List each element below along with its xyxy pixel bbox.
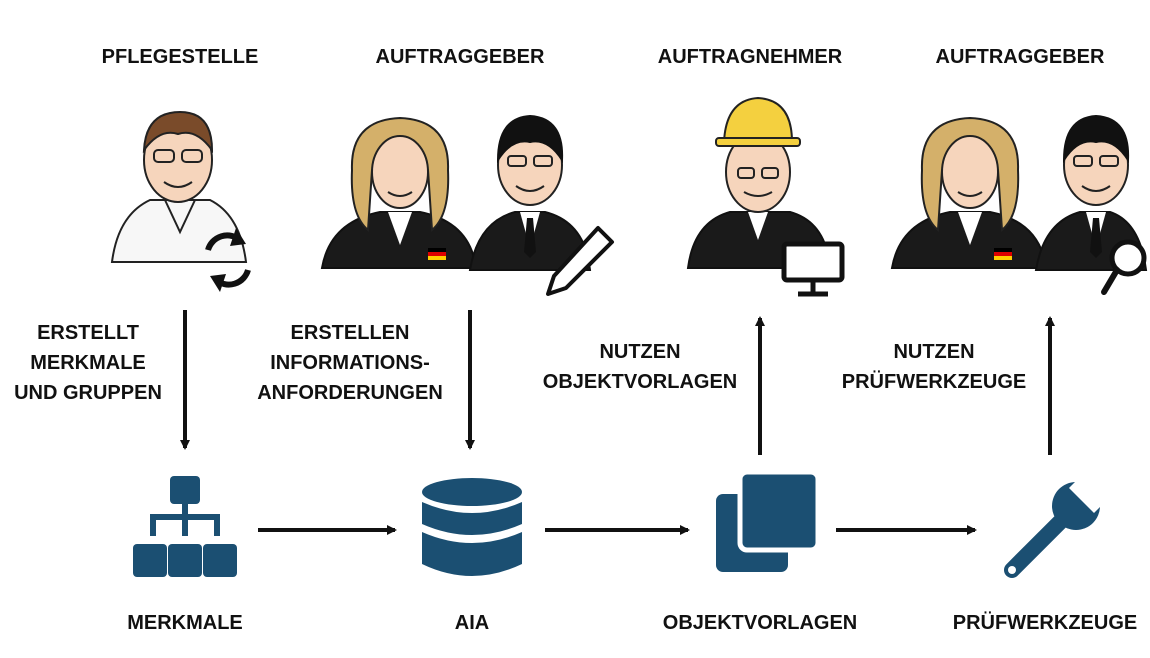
refresh-icon [205, 228, 251, 292]
flow-label-line: INFORMATIONS- [270, 352, 430, 374]
flow-label-line: NUTZEN [893, 341, 975, 363]
flow-label-nutzen-objektvorlagen: NUTZEN OBJEKTVORLAGEN [530, 337, 750, 397]
node-label-objektvorlagen: OBJEKTVORLAGEN [662, 612, 858, 634]
person-pflegestelle [110, 110, 248, 263]
flow-label-erstellen-anforderungen: ERSTELLEN INFORMATIONS- ANFORDERUNGEN [240, 318, 460, 408]
flow-label-line: ERSTELLT [37, 322, 139, 344]
node-label-aia: AIA [454, 612, 490, 634]
monitor-icon [781, 241, 845, 297]
person-auftraggeber-1 [320, 114, 592, 271]
node-label-merkmale: MERKMALE [127, 612, 243, 634]
flow-label-line: NUTZEN [599, 341, 681, 363]
wrench-icon [1004, 472, 1110, 578]
flow-label-line: OBJEKTVORLAGEN [542, 371, 738, 393]
flow-label-line: PRÜFWERKZEUGE [841, 371, 1027, 393]
database-icon [422, 478, 522, 576]
role-label-auftraggeber-2: AUFTRAGGEBER [935, 46, 1105, 68]
pencil-icon [546, 226, 614, 296]
magnifier-icon [1101, 239, 1147, 295]
person-auftragnehmer [686, 96, 832, 269]
person-auftraggeber-2 [890, 114, 1148, 271]
flow-label-line: ANFORDERUNGEN [257, 382, 443, 404]
flow-label-line: ERSTELLEN [290, 322, 410, 344]
flow-label-line: MERKMALE [30, 352, 146, 374]
role-label-auftragnehmer: AUFTRAGNEHMER [657, 46, 843, 68]
flow-label-line: UND GRUPPEN [14, 382, 162, 404]
flow-label-nutzen-pruefwerkzeuge: NUTZEN PRÜFWERKZEUGE [824, 337, 1044, 397]
node-label-pruefwerkzeuge: PRÜFWERKZEUGE [952, 612, 1138, 634]
copy-icon [716, 469, 821, 572]
role-label-pflegestelle: PFLEGESTELLE [101, 46, 259, 68]
hierarchy-icon [133, 476, 237, 577]
flow-label-erstellt-merkmale: ERSTELLT MERKMALE UND GRUPPEN [0, 318, 176, 408]
role-label-auftraggeber-1: AUFTRAGGEBER [375, 46, 545, 68]
